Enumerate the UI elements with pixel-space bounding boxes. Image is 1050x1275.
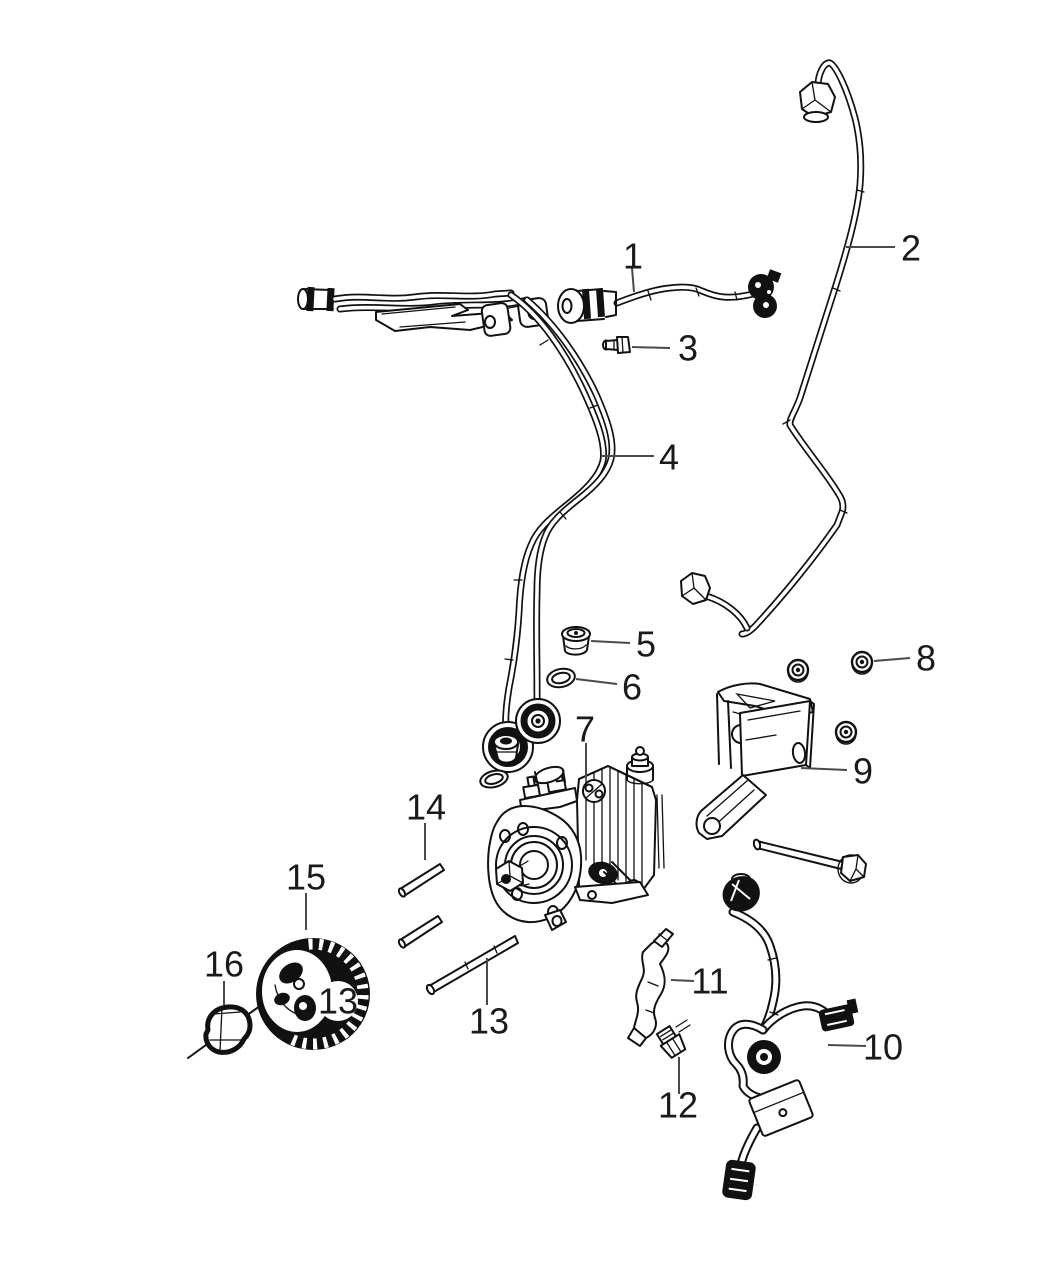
sensor-screw [655, 1019, 691, 1059]
callout-16-label: 16 [204, 944, 244, 985]
callout-7-label: 7 [575, 709, 595, 750]
callout-9-leader [800, 767, 848, 771]
fuel-line-long [680, 59, 865, 638]
cap-plug [561, 626, 591, 656]
harness-module [748, 1079, 814, 1137]
callout-5-leader [590, 640, 631, 644]
callout-6-label: 6 [622, 667, 642, 708]
callout-3-label: 3 [678, 328, 698, 369]
callout-8-label: 8 [916, 638, 936, 679]
callout-12-label: 12 [658, 1085, 698, 1126]
dowel-pin-1 [397, 863, 445, 898]
callout-15-label: 15 [286, 857, 326, 898]
gear-badge-label: 13 [318, 981, 358, 1022]
tube-nut-top [799, 81, 836, 123]
pump-port [582, 779, 606, 803]
mounting-bracket [695, 682, 815, 840]
gear-nut [203, 1004, 253, 1055]
fuel-injection-pump [487, 746, 665, 931]
line-end-fitting [557, 288, 617, 324]
harness-connector-round [747, 1040, 781, 1074]
callout-14-label: 14 [406, 787, 446, 828]
callout-10-label: 10 [863, 1027, 903, 1068]
callout-2-label: 2 [901, 228, 921, 269]
tube-nut-bottom [680, 572, 711, 605]
callout-4-label: 4 [659, 437, 679, 478]
pump-shaft [495, 860, 530, 892]
fuel-line-short [557, 269, 782, 324]
callout-6-leader [575, 678, 618, 685]
flange-nut-lower [834, 720, 858, 746]
callout-11-leader [670, 979, 695, 982]
banjo-bolt [493, 734, 519, 764]
harness-connector-right [818, 998, 859, 1032]
stud-long [425, 935, 519, 996]
banjo-fitting-b [515, 698, 561, 744]
callout-1-label: 1 [623, 236, 643, 277]
pump-top-mount [519, 765, 578, 813]
gear-badge-circle [318, 981, 358, 1021]
timing-gear [187, 938, 370, 1059]
callout-8-leader [873, 657, 911, 662]
pump-flange [487, 805, 583, 931]
dowel-pin-2 [397, 915, 443, 949]
callout-13-label: 13 [469, 1001, 509, 1042]
callout-5-label: 5 [636, 624, 656, 665]
flange-nut-left [786, 658, 810, 684]
callout-9-label: 9 [853, 751, 873, 792]
hose-end [297, 286, 335, 312]
screw-3 [602, 336, 631, 354]
o-ring-lower [479, 769, 509, 789]
solenoid [626, 746, 665, 869]
line-connector-fitting [748, 269, 782, 318]
wiring-harness [722, 873, 859, 1201]
harness-connector-bottom [722, 1159, 756, 1201]
sensor-bracket [627, 928, 674, 1047]
pump-outlet [574, 861, 649, 904]
callout-10-leader [827, 1044, 867, 1047]
callout-3-leader [631, 346, 671, 349]
callout-11-label: 11 [691, 961, 728, 1002]
flange-nut-8 [850, 650, 874, 676]
harness-connector-top [722, 873, 760, 912]
hex-bolt [752, 838, 867, 884]
callout-1-leader [631, 267, 635, 293]
fuel-line-assembly [297, 286, 616, 773]
o-ring [546, 667, 576, 689]
